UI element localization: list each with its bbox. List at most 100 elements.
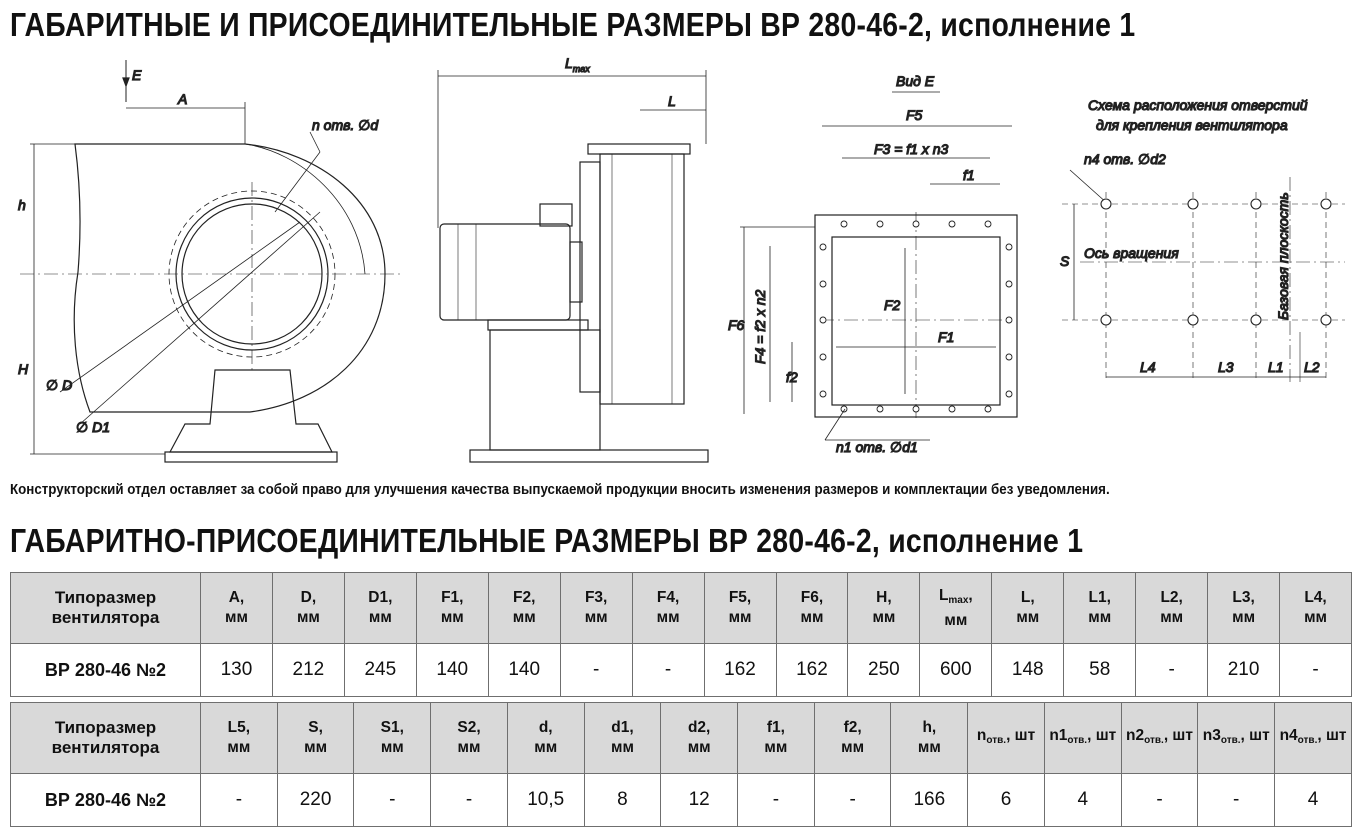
table-title: ГАБАРИТНО-ПРИСОЕДИНИТЕЛЬНЫЕ РАЗМЕРЫ ВР 2…	[10, 522, 1084, 559]
header-model-line: Типоразмер	[54, 718, 157, 737]
column-header-unit: мм	[457, 739, 481, 756]
column-header: Lmax,мм	[919, 572, 993, 644]
column-header-unit: мм	[225, 609, 248, 626]
disclaimer-note: Конструкторский отдел оставляет за собой…	[10, 482, 1110, 498]
column-header-symbol: F2,	[513, 589, 536, 606]
label-F2: F2	[884, 297, 901, 313]
column-header: n2отв., шт	[1120, 702, 1199, 774]
column-header: L5, мм	[200, 702, 278, 774]
column-header: F3,мм	[559, 572, 633, 644]
column-header-symbol: L2,	[1160, 589, 1183, 606]
column-header-unit: мм	[296, 609, 320, 626]
column-header: n1отв., шт	[1043, 702, 1122, 774]
table-cell: -	[559, 643, 633, 697]
row-label: ВР 280-46 №2	[10, 773, 201, 827]
label-f2: f2	[786, 369, 798, 385]
label-D: ∅ D	[46, 377, 72, 393]
column-header-symbol: S2,	[457, 719, 481, 736]
column-header: L3,мм	[1207, 572, 1281, 644]
column-header-unit: мм	[687, 739, 711, 756]
label-F1: F1	[938, 329, 954, 345]
column-header: d, мм	[506, 702, 585, 774]
table-cell: -	[430, 773, 508, 827]
column-header: D1,мм	[343, 572, 417, 644]
technical-drawing: E A h H ∅ D ∅ D1 n отв. ∅d Lmax L	[17, 54, 1345, 463]
column-header-symbol: D1,	[368, 589, 393, 606]
column-header-symbol: L5,	[227, 719, 251, 736]
table-cell: 245	[343, 643, 417, 697]
column-header: L4, мм	[1279, 572, 1352, 644]
column-header-symbol: f1,	[766, 719, 785, 736]
column-header: F6, мм	[775, 572, 849, 644]
scheme-title-line1: Схема расположения отверстий	[1088, 97, 1308, 113]
label-n1-holes: n1 отв. ∅d1	[836, 439, 918, 455]
label-H: H	[18, 361, 29, 377]
column-header: d2,мм	[660, 702, 739, 774]
column-header-unit: мм	[534, 739, 558, 756]
column-header-symbol: f2,	[843, 719, 862, 736]
table-cell: -	[1120, 773, 1199, 827]
column-header-unit: мм	[584, 609, 608, 626]
table-cell: 148	[991, 643, 1065, 697]
table-cell: -	[1279, 643, 1352, 697]
column-header-unit: мм	[1016, 609, 1040, 626]
column-header: A,мм	[200, 572, 273, 644]
column-header: f1, мм	[737, 702, 815, 774]
label-L4: L4	[1140, 359, 1156, 375]
table-cell: 210	[1207, 643, 1281, 697]
label-L2: L2	[1304, 359, 1320, 375]
table-cell: 58	[1063, 643, 1137, 697]
label-h: h	[18, 197, 26, 213]
column-header-unit: мм	[917, 739, 941, 756]
row-label: ВР 280-46 №2	[10, 643, 201, 697]
column-header: L2, мм	[1135, 572, 1209, 644]
column-header-unit: мм	[440, 609, 464, 626]
table-cell: 250	[847, 643, 921, 697]
mounting-scheme: Схема расположения отверстий для креплен…	[1059, 96, 1345, 382]
label-L: L	[668, 93, 676, 109]
table-cell: -	[813, 773, 892, 827]
view-e: Вид E F5 F3 = f1 x n3 f1 F6 F4 = f2 x n2…	[727, 72, 1018, 456]
column-header-symbol: n1отв., шт	[1049, 726, 1117, 746]
column-header-symbol: nотв., шт	[976, 726, 1036, 746]
table-cell: 162	[775, 643, 849, 697]
column-header-unit: мм	[656, 609, 680, 626]
label-n4-holes: n4 отв. ∅d2	[1084, 151, 1166, 167]
label-F6: F6	[728, 317, 745, 333]
column-header-symbol: H,	[876, 589, 892, 606]
label-view-E: Вид E	[896, 73, 935, 89]
column-header: F4,мм	[631, 572, 705, 644]
column-header-unit: мм	[800, 609, 824, 626]
column-header: S2, мм	[430, 702, 508, 774]
page-title: ГАБАРИТНЫЕ И ПРИСОЕДИНИТЕЛЬНЫЕ РАЗМЕРЫ В…	[10, 6, 1136, 43]
column-header-unit: мм	[1088, 609, 1112, 626]
table-cell: 140	[487, 643, 561, 697]
column-header: F2,мм	[487, 572, 561, 644]
column-header-unit: мм	[1160, 609, 1184, 626]
column-header-unit: мм	[304, 739, 328, 756]
column-header-unit: мм	[764, 739, 788, 756]
column-header-symbol: F6,	[800, 589, 824, 606]
column-header-unit: мм	[380, 739, 404, 756]
table-cell: 10,5	[506, 773, 585, 827]
label-f1: f1	[963, 167, 975, 183]
front-view: E A h H ∅ D ∅ D1 n отв. ∅d	[17, 60, 400, 463]
column-header-symbol: h,	[922, 719, 937, 736]
column-header-unit: мм	[227, 739, 251, 756]
column-header: n3отв., шт	[1197, 702, 1276, 774]
column-header-symbol: d1,	[611, 719, 634, 736]
column-header-unit: мм	[1304, 609, 1327, 626]
column-header-symbol: L4,	[1304, 589, 1327, 606]
column-header-symbol: n4отв., шт	[1279, 726, 1347, 746]
table-cell: -	[1197, 773, 1276, 827]
label-axis: Ось вращения	[1084, 245, 1179, 261]
column-header-symbol: d,	[538, 719, 553, 736]
table-cell: 12	[660, 773, 739, 827]
table-cell: 220	[276, 773, 355, 827]
